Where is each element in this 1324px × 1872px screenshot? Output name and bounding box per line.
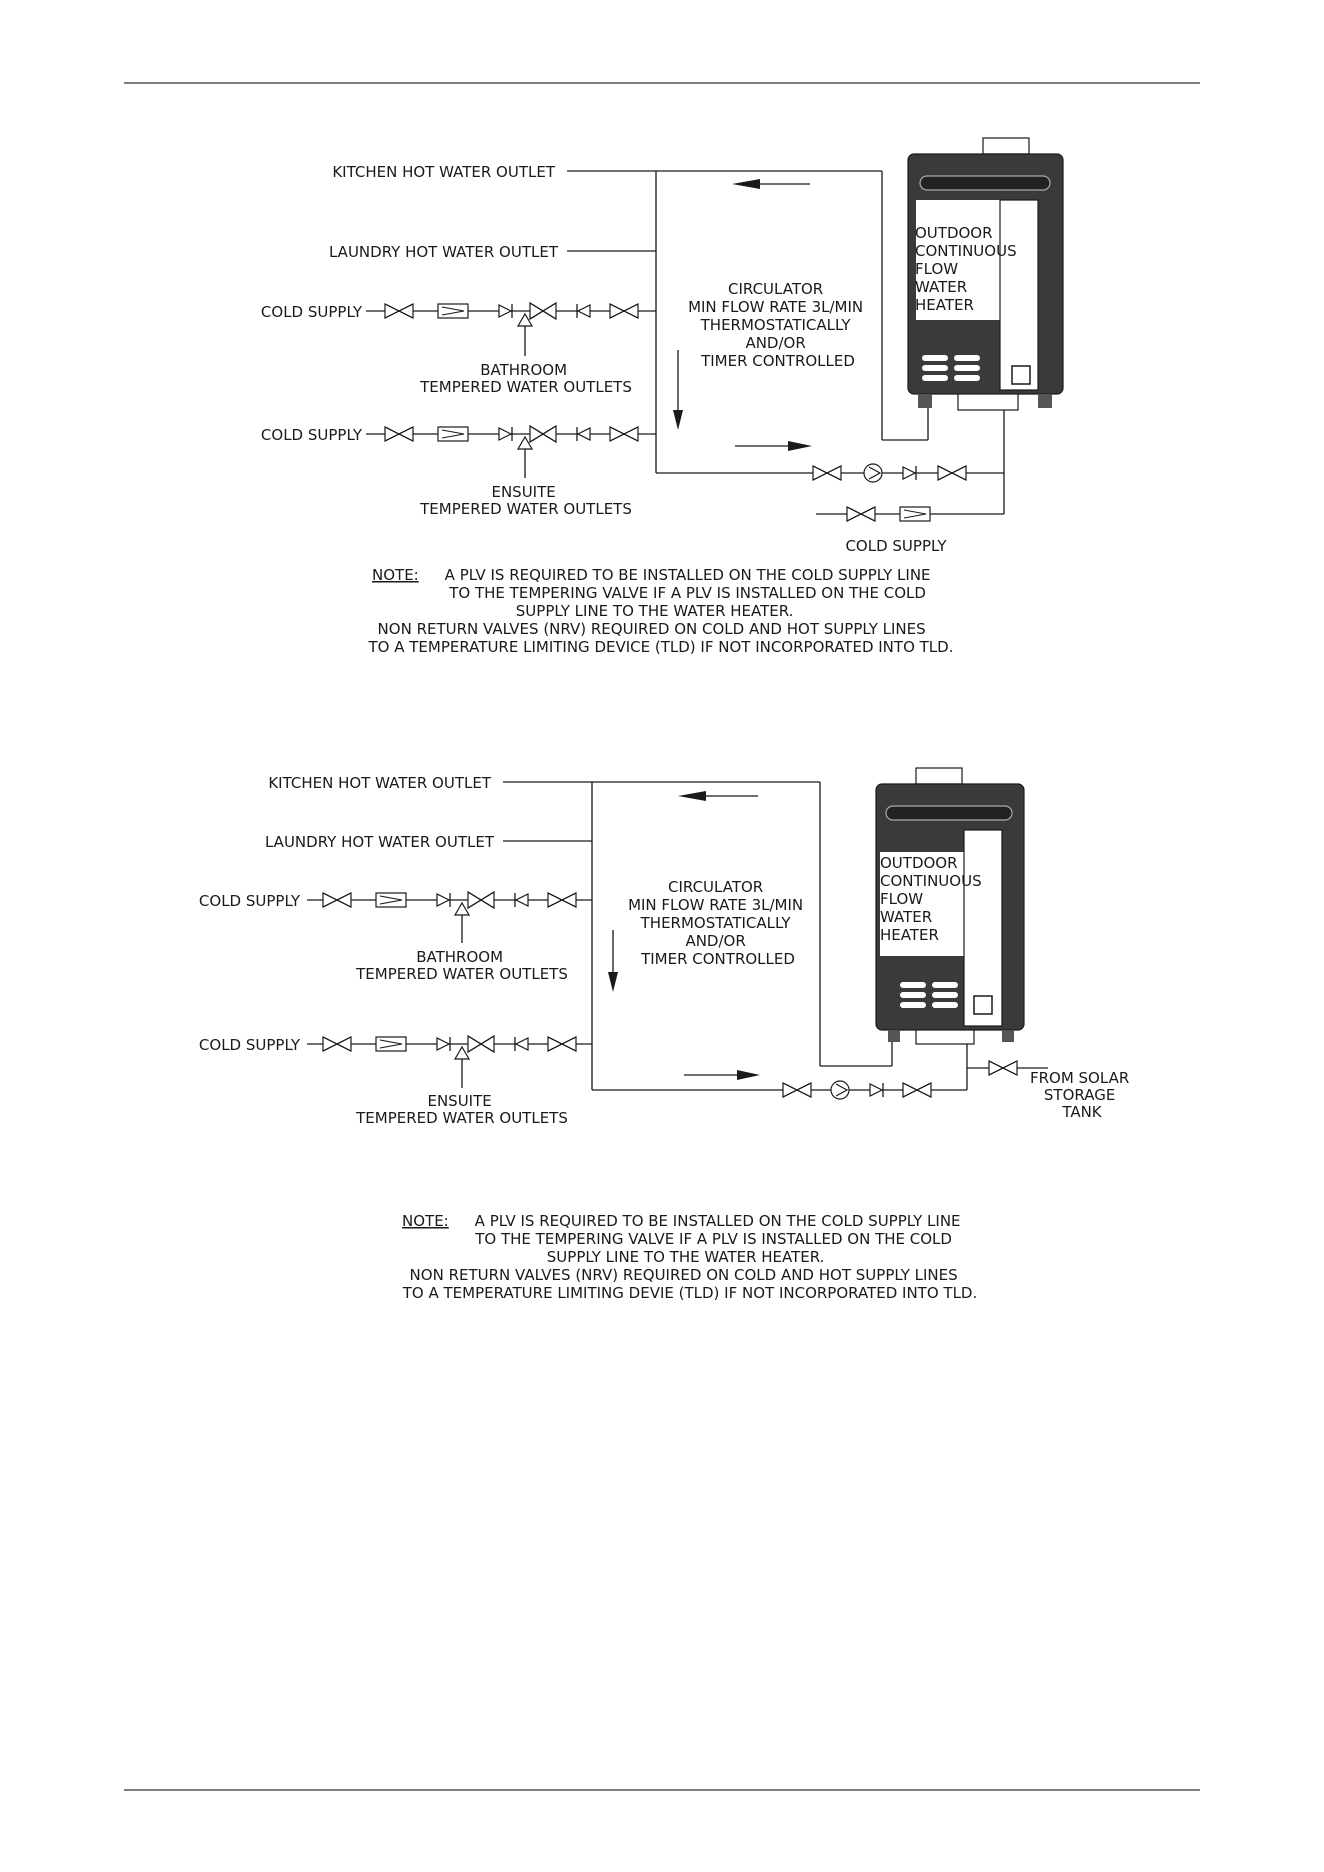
gate-valve-icon xyxy=(812,465,842,481)
gate-valve-icon xyxy=(846,506,876,522)
d2-heater-label: OUTDOOR CONTINUOUS FLOW WATER HEATER xyxy=(880,854,986,944)
gate-valve-icon xyxy=(384,426,414,442)
heater-1 xyxy=(907,137,1064,411)
non-return-valve-icon xyxy=(498,427,513,441)
d1-heater-label: OUTDOOR CONTINUOUS FLOW WATER HEATER xyxy=(915,224,1021,314)
d2-laundry-outlet-label: LAUNDRY HOT WATER OUTLET xyxy=(265,833,495,851)
pressure-limiting-valve-icon xyxy=(899,506,931,522)
gate-valve-icon xyxy=(547,892,577,908)
gate-valve-icon xyxy=(609,426,639,442)
gate-valve-icon xyxy=(322,892,352,908)
circulator-pump-icon xyxy=(863,463,883,483)
d1-cold-supply-label: COLD SUPPLY xyxy=(261,426,363,444)
gate-valve-icon xyxy=(547,1036,577,1052)
pressure-limiting-valve-icon xyxy=(375,1036,407,1052)
tempering-valve-icon xyxy=(529,424,557,444)
diagram-2: KITCHEN HOT WATER OUTLET LAUNDRY HOT WAT… xyxy=(199,767,1134,1302)
gate-valve-icon xyxy=(937,465,967,481)
gate-valve-icon xyxy=(322,1036,352,1052)
d1-laundry-outlet-label: LAUNDRY HOT WATER OUTLET xyxy=(329,243,559,261)
gate-valve-icon xyxy=(609,303,639,319)
non-return-valve-icon xyxy=(436,893,451,907)
d1-kitchen-outlet-label: KITCHEN HOT WATER OUTLET xyxy=(332,163,556,181)
d2-solar-label: FROM SOLAR STORAGE TANK xyxy=(1030,1069,1134,1121)
d1-circulator-label: CIRCULATOR MIN FLOW RATE 3L/MIN THERMOST… xyxy=(688,280,868,370)
circulator-pump-icon xyxy=(830,1080,850,1100)
tempering-valve-icon xyxy=(467,1034,495,1054)
d1-cold-supply-label: COLD SUPPLY xyxy=(845,537,947,555)
non-return-valve-icon xyxy=(869,1083,884,1097)
gate-valve-icon xyxy=(988,1060,1018,1076)
gate-valve-icon xyxy=(902,1082,932,1098)
pressure-limiting-valve-icon xyxy=(437,303,469,319)
d1-note-prefix: NOTE: xyxy=(372,566,419,584)
d2-note-text: A PLV IS REQUIRED TO BE INSTALLED ON THE… xyxy=(402,1212,978,1302)
heater-2 xyxy=(875,767,1025,1045)
diagram-1: KITCHEN HOT WATER OUTLET LAUNDRY HOT WAT… xyxy=(261,137,1064,656)
pressure-limiting-valve-icon xyxy=(375,892,407,908)
d1-bathroom-label: BATHROOM TEMPERED WATER OUTLETS xyxy=(419,361,632,396)
pressure-limiting-valve-icon xyxy=(437,426,469,442)
d1-valve-fittings xyxy=(384,301,967,522)
non-return-valve-icon xyxy=(498,304,513,318)
non-return-valve-icon xyxy=(514,893,529,907)
d2-kitchen-outlet-label: KITCHEN HOT WATER OUTLET xyxy=(268,774,492,792)
non-return-valve-icon xyxy=(576,304,591,318)
non-return-valve-icon xyxy=(514,1037,529,1051)
d2-note-prefix: NOTE: xyxy=(402,1212,449,1230)
non-return-valve-icon xyxy=(902,466,917,480)
d2-valve-fittings xyxy=(322,890,1018,1100)
d2-cold-supply-label: COLD SUPPLY xyxy=(199,892,301,910)
d2-circulator-label: CIRCULATOR MIN FLOW RATE 3L/MIN THERMOST… xyxy=(628,878,808,968)
tempering-valve-icon xyxy=(467,890,495,910)
d2-bathroom-label: BATHROOM TEMPERED WATER OUTLETS xyxy=(355,948,568,983)
d1-cold-supply-label: COLD SUPPLY xyxy=(261,303,363,321)
d1-ensuite-label: ENSUITE TEMPERED WATER OUTLETS xyxy=(419,483,632,518)
gate-valve-icon xyxy=(384,303,414,319)
gate-valve-icon xyxy=(782,1082,812,1098)
tempering-valve-icon xyxy=(529,301,557,321)
d2-ensuite-label: ENSUITE TEMPERED WATER OUTLETS xyxy=(355,1092,568,1127)
non-return-valve-icon xyxy=(576,427,591,441)
d1-note-text: A PLV IS REQUIRED TO BE INSTALLED ON THE… xyxy=(368,566,954,656)
non-return-valve-icon xyxy=(436,1037,451,1051)
d2-cold-supply-label: COLD SUPPLY xyxy=(199,1036,301,1054)
